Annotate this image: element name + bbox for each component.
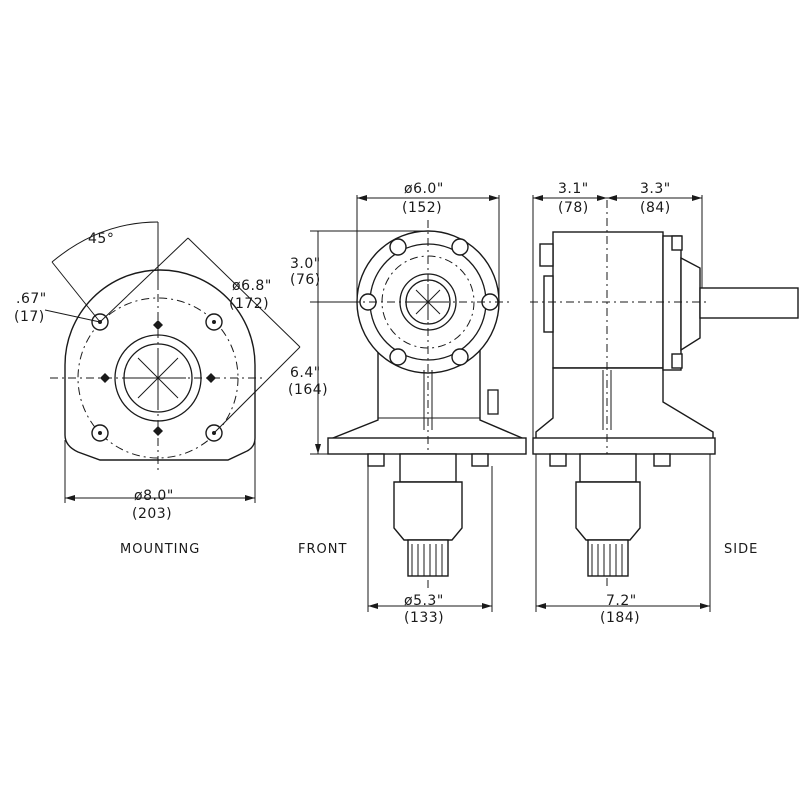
shaft-height-mm: (164)	[288, 382, 328, 398]
side-left-mm: (78)	[558, 200, 589, 216]
side-view: 3.1" (78) 3.3" (84) 7.2" (184) SIDE	[530, 181, 799, 626]
lower-dim-in: ø5.3"	[404, 593, 444, 609]
side-plug	[539, 243, 554, 267]
base-dim-in: ø8.0"	[134, 488, 174, 504]
angle-arc	[51, 221, 159, 263]
side-lower-collar	[579, 453, 637, 483]
angle-label: 45°	[88, 231, 114, 247]
hole-leader	[44, 309, 101, 323]
side-flange	[662, 235, 682, 371]
front-flange-bolts	[359, 238, 499, 366]
side-left-in: 3.1"	[558, 181, 589, 197]
angle-leader-2	[51, 261, 101, 323]
side-width-in: 7.2"	[606, 593, 637, 609]
bolt-circle-ext-2	[213, 346, 301, 434]
bolt-circle-in: ø6.8"	[232, 278, 272, 294]
base-dim-mm: (203)	[132, 506, 172, 522]
mounting-view-label: MOUNTING	[120, 542, 200, 557]
shaft-height-in: 6.4"	[290, 365, 321, 381]
lower-dim-mm: (133)	[404, 610, 444, 626]
mounting-view: 45° .67" (17) ø6.8" (172) ø8.0" (203) MO…	[14, 221, 301, 557]
front-lower-body	[393, 481, 463, 541]
front-view: ø6.0" (152) 3.0" (76) 6.4" (164) ø5.3" (…	[288, 181, 527, 626]
side-flange-boss	[680, 256, 701, 352]
bolt-circle-ext-1	[99, 237, 189, 323]
front-lower-collar	[399, 453, 457, 483]
hole-dim-mm: (17)	[14, 309, 45, 325]
inner-bolt-holes	[100, 320, 216, 436]
side-lower-body	[575, 481, 641, 541]
hole-dim-in: .67"	[16, 291, 47, 307]
side-housing-lower	[535, 367, 714, 449]
side-lower-shaft	[587, 539, 629, 577]
bolt-circle-dim-line	[187, 237, 301, 348]
side-view-label: SIDE	[724, 542, 758, 557]
side-right-mm: (84)	[640, 200, 671, 216]
front-output-shaft	[407, 539, 449, 577]
bolt-circle-mm: (172)	[229, 296, 269, 312]
side-base-plate	[532, 437, 716, 455]
side-width-mm: (184)	[600, 610, 640, 626]
side-housing-upper	[552, 231, 664, 369]
front-view-label: FRONT	[298, 542, 347, 557]
upper-height-mm: (76)	[290, 272, 321, 288]
flange-dim-in: ø6.0"	[404, 181, 444, 197]
front-base-plate	[327, 437, 527, 455]
front-nameplate	[487, 389, 499, 415]
flange-dim-mm: (152)	[402, 200, 442, 216]
side-right-in: 3.3"	[640, 181, 671, 197]
side-output-shaft	[699, 287, 799, 319]
upper-height-in: 3.0"	[290, 256, 321, 272]
